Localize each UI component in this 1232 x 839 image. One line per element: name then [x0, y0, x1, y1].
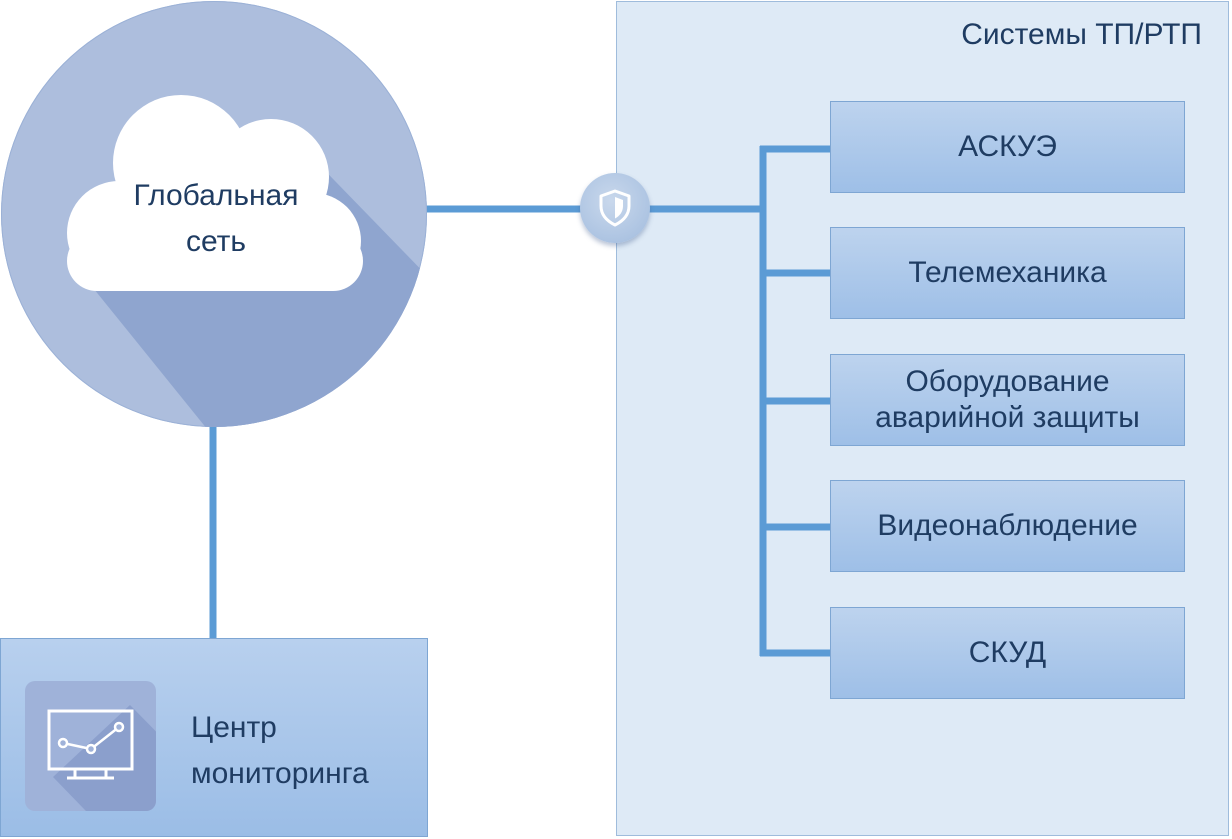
global-network-label: Глобальная сеть — [133, 179, 299, 258]
system-label: Оборудование аварийной защиты — [875, 365, 1140, 434]
system-box-skud: СКУД — [830, 607, 1185, 699]
shield-icon — [599, 189, 631, 227]
monitoring-center-node: Центр мониторинга — [0, 638, 428, 837]
security-gateway-node — [580, 173, 650, 243]
system-label: Телемеханика — [908, 256, 1107, 289]
monitoring-center-label: Центр мониторинга — [191, 711, 369, 790]
system-box-ascue: АСКУЭ — [830, 101, 1185, 193]
system-label: СКУД — [968, 636, 1047, 669]
cloud-icon — [67, 95, 427, 427]
system-box-video-surveillance: Видеонаблюдение — [830, 480, 1185, 572]
systems-title: Системы ТП/РТП — [961, 18, 1202, 51]
monitor-chart-icon — [47, 705, 156, 811]
system-label: Видеонаблюдение — [877, 509, 1138, 542]
monitor-tile — [25, 681, 156, 811]
system-box-emergency-protection: Оборудование аварийной защиты — [830, 354, 1185, 446]
system-box-telemechanics: Телемеханика — [830, 227, 1185, 319]
global-network-node: Глобальная сеть — [1, 1, 427, 427]
system-label: АСКУЭ — [958, 130, 1057, 163]
